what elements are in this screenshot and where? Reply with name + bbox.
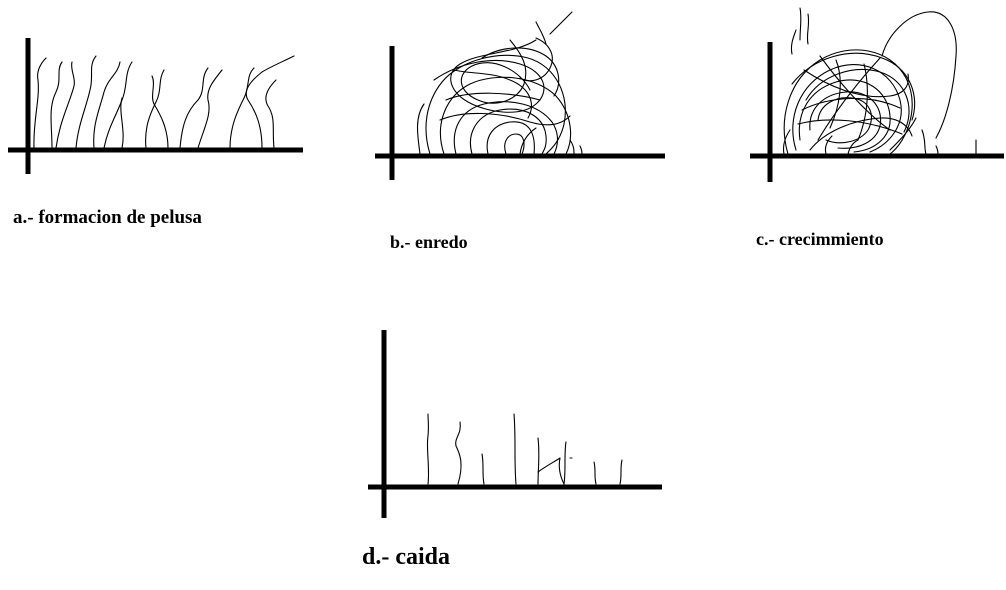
panel-b-entanglement: b.- enredo bbox=[360, 0, 680, 252]
panel-a-pilling-formation: a.- formacion de pelusa bbox=[0, 0, 320, 228]
caption-a: a.- formacion de pelusa bbox=[13, 207, 202, 228]
caption-d: d.- caida bbox=[362, 544, 451, 570]
diagram-c-growth bbox=[750, 7, 1004, 182]
diagram-a-fuzz-formation bbox=[8, 38, 303, 174]
panel-d-fall: d.- caida bbox=[360, 330, 680, 590]
diagram-b-entanglement bbox=[375, 11, 665, 180]
fibers bbox=[33, 55, 295, 149]
caption-b: b.- enredo bbox=[390, 232, 468, 252]
diagram-d-falling-off bbox=[368, 330, 662, 518]
caption-c: c.- crecimmiento bbox=[756, 229, 884, 249]
fibers bbox=[416, 11, 583, 155]
fibers bbox=[426, 413, 623, 485]
panel-c-growth: c.- crecimmiento bbox=[740, 0, 1006, 249]
fibers bbox=[782, 7, 977, 155]
